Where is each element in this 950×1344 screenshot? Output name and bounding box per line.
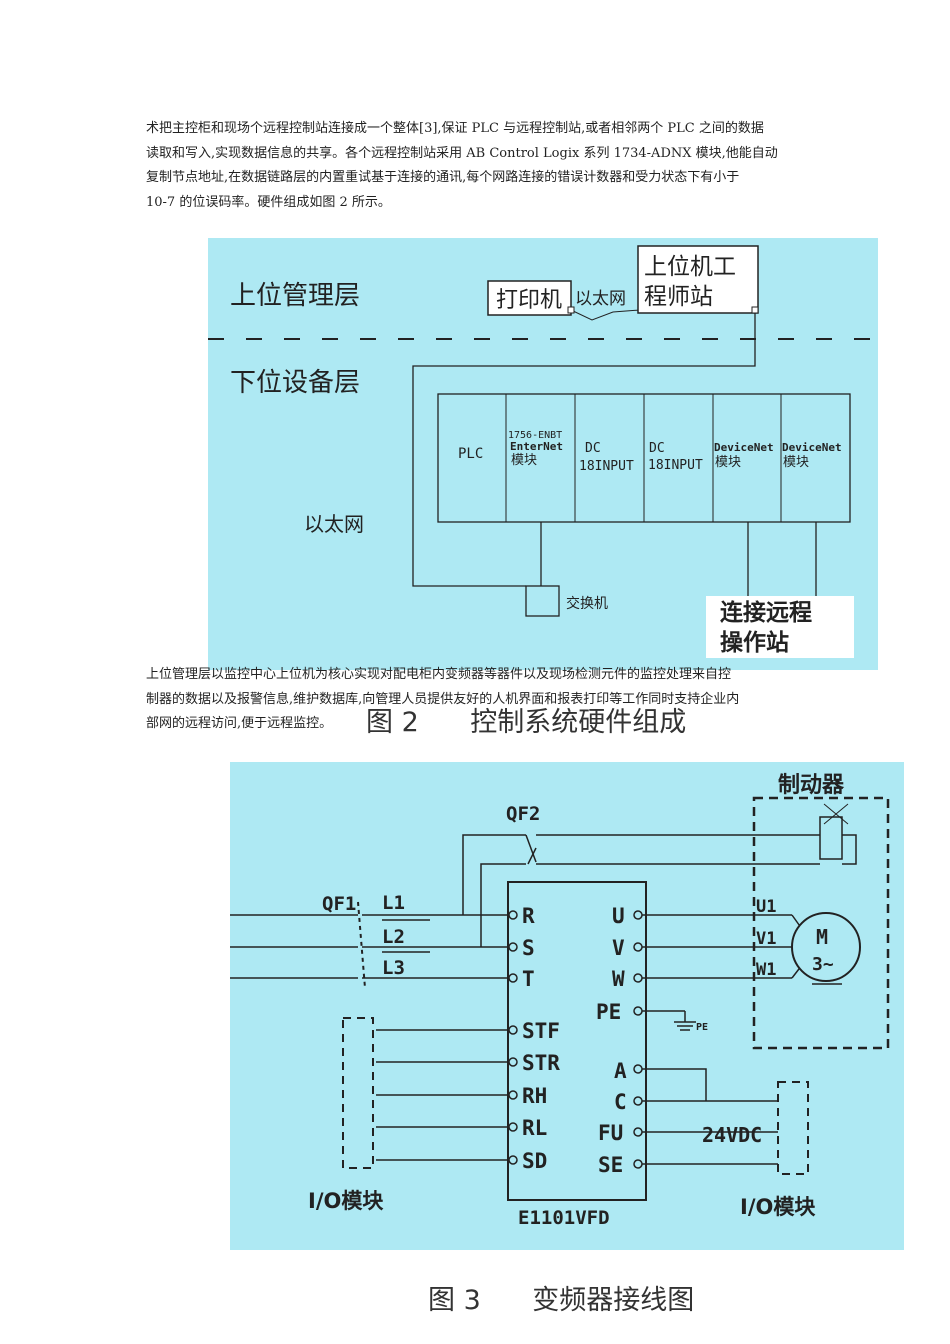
motor-m-label: M <box>816 925 828 949</box>
motor-phase-label: 3~ <box>812 954 834 975</box>
motor-icon <box>791 912 861 982</box>
rack-enbt-1: 1756-ENBT <box>508 430 562 441</box>
io-module-right-label: I/O模块 <box>740 1195 816 1219</box>
u1-label: U1 <box>756 897 776 917</box>
ground-label: PE <box>696 1022 708 1033</box>
inverter-box <box>507 881 647 1201</box>
vdc-label: 24VDC <box>702 1123 762 1147</box>
rack-dc2-1: DC <box>649 441 665 456</box>
lower-layer-label: 下位设备层 <box>230 368 360 398</box>
engineer-station-box: 上位机工 程师站 <box>637 245 759 314</box>
terminal-v: V <box>612 936 625 960</box>
brake-label: 制动器 <box>778 773 845 798</box>
terminal-c: C <box>614 1090 627 1114</box>
qf1-label: QF1 <box>322 893 356 915</box>
brake-dashed-box <box>752 796 890 1050</box>
terminal-t: T <box>522 967 535 991</box>
figure-2-caption: 图 2 控制系统硬件组成 <box>366 707 687 738</box>
terminal-sd: SD <box>522 1149 547 1173</box>
terminal-se: SE <box>598 1153 623 1177</box>
remote-station-box: 连接远程 操作站 <box>706 596 854 658</box>
w1-label: W1 <box>756 960 776 980</box>
terminal-rl: RL <box>522 1116 547 1140</box>
terminal-str: STR <box>522 1051 560 1075</box>
terminal-stf: STF <box>522 1019 560 1043</box>
terminal-w: W <box>612 967 625 991</box>
v1-label: V1 <box>756 929 776 949</box>
switch-box <box>525 585 560 617</box>
intro-paragraph: 术把主控柜和现场个远程控制站连接成一个整体[3],保证 PLC 与远程控制站,或… <box>146 117 811 215</box>
switch-label: 交换机 <box>566 595 608 612</box>
ethernet-label: 以太网 <box>304 512 364 536</box>
l2-label: L2 <box>382 926 405 948</box>
text-line: 读取和写入,实现数据信息的共享。各个远程控制站采用 AB Control Log… <box>146 145 778 161</box>
remote-station-line1: 连接远程 <box>720 599 812 626</box>
rack-dc1-2: 18INPUT <box>579 459 634 474</box>
engineer-station-line1: 上位机工 <box>644 254 736 280</box>
ethernet-link-label: 以太网 <box>575 289 626 309</box>
text-line: 部网的远程访问,便于远程监控。 <box>146 716 333 731</box>
terminal-a: A <box>614 1059 627 1083</box>
l3-label: L3 <box>382 957 405 979</box>
rack-dn1-2: 模块 <box>715 455 741 470</box>
qf2-label: QF2 <box>506 803 540 825</box>
engineer-station-line2: 程师站 <box>644 284 713 310</box>
terminal-fu: FU <box>598 1121 623 1145</box>
management-paragraph: 上位管理层以监控中心上位机为核心实现对配电柜内变频器等器件以及现场检测元件的监控… <box>146 663 811 737</box>
l1-label: L1 <box>382 892 405 914</box>
controller-rack: PLC 1756-ENBT EnterNet 模块 DC 18INPUT DC … <box>437 393 851 523</box>
io-module-left-box <box>342 1017 374 1169</box>
remote-station-line2: 操作站 <box>720 630 789 656</box>
text-line: 术把主控柜和现场个远程控制站连接成一个整体[3],保证 PLC 与远程控制站,或… <box>146 121 764 136</box>
text-line: 复制节点地址,在数据链路层的内置重试基于连接的通讯,每个网路连接的错误计数器和受… <box>146 170 740 185</box>
terminal-rh: RH <box>522 1084 547 1108</box>
brake-coil-icon <box>819 816 843 860</box>
figure-3-caption: 图 3 变频器接线图 <box>428 1285 695 1316</box>
printer-box: 打印机 <box>487 280 572 316</box>
rack-enbt-2: EnterNet <box>510 440 563 453</box>
rack-dn2-1: DeviceNet <box>782 441 842 454</box>
text-line: 10-7 的位误码率。硬件组成如图 2 所示。 <box>146 194 391 210</box>
terminal-r: R <box>522 904 535 928</box>
figure-2-hardware-diagram: 上位管理层 打印机 以太网 上位机工 程师站 下位设备层 PLC 1756-EN… <box>208 238 878 670</box>
figure-3-wiring-diagram: 制动器 QF1 L1 L2 L3 QF2 E1101VFD R S T STF … <box>230 762 904 1250</box>
text-line: 制器的数据以及报警信息,维护数据库,向管理人员提供友好的人机界面和报表打印等工作… <box>146 691 740 707</box>
terminal-s: S <box>522 936 535 960</box>
rack-enbt-3: 模块 <box>511 453 537 468</box>
rack-dn1-1: DeviceNet <box>714 441 774 454</box>
terminal-pe: PE <box>596 1000 621 1024</box>
inverter-label: E1101VFD <box>518 1207 610 1229</box>
rack-dn2-2: 模块 <box>783 455 809 470</box>
io-module-right-box <box>777 1081 809 1175</box>
terminal-u: U <box>612 904 625 928</box>
printer-label: 打印机 <box>496 288 562 313</box>
rack-plc: PLC <box>458 446 483 462</box>
upper-layer-label: 上位管理层 <box>230 281 360 311</box>
rack-dc1-1: DC <box>585 441 601 456</box>
io-module-left-label: I/O模块 <box>308 1189 384 1213</box>
text-line: 上位管理层以监控中心上位机为核心实现对配电柜内变频器等器件以及现场检测元件的监控… <box>146 667 732 682</box>
rack-dc2-2: 18INPUT <box>648 458 703 473</box>
